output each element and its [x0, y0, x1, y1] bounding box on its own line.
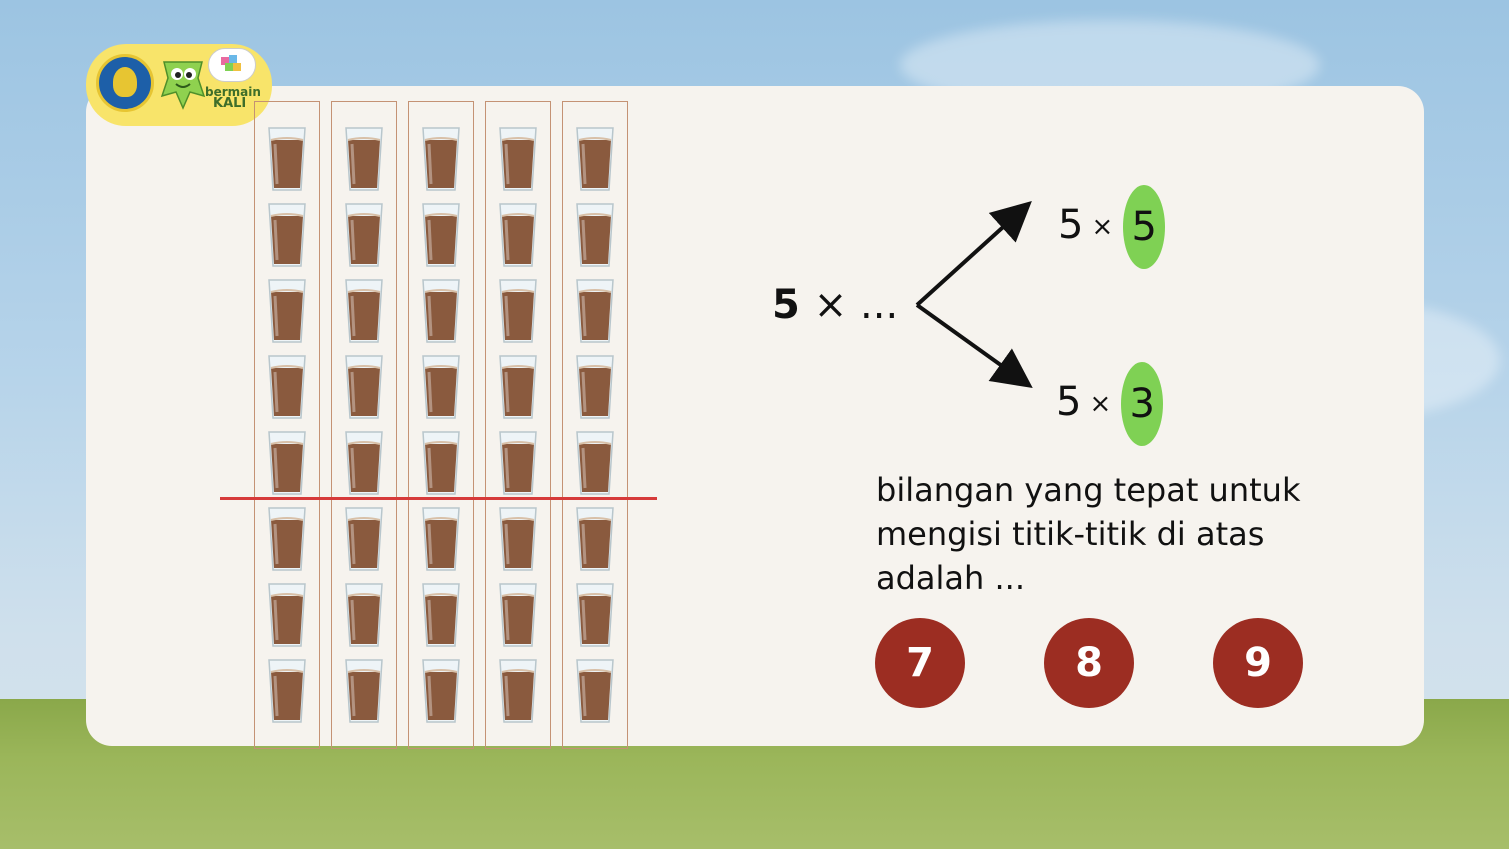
answer-button-1[interactable]: 7 [875, 618, 965, 708]
glass-of-chocolate-milk-icon [575, 506, 615, 572]
glass-of-chocolate-milk-icon [421, 202, 461, 268]
glass-of-chocolate-milk-icon [421, 278, 461, 344]
glass-column [562, 101, 628, 749]
arrow-down [915, 303, 1033, 388]
glass-of-chocolate-milk-icon [421, 430, 461, 496]
glass-of-chocolate-milk-icon [575, 658, 615, 724]
lesson-card [86, 86, 1424, 746]
question-text: bilangan yang tepat untuk mengisi titik-… [876, 471, 1301, 597]
branch-bottom-expression: 5× 3 [1056, 362, 1164, 446]
highlight-number: 3 [1121, 362, 1164, 446]
main-expression: 5 × ... [772, 282, 898, 328]
glass-of-chocolate-milk-icon [267, 582, 307, 648]
glass-of-chocolate-milk-icon [267, 658, 307, 724]
glass-of-chocolate-milk-icon [421, 354, 461, 420]
glass-of-chocolate-milk-icon [575, 430, 615, 496]
glass-of-chocolate-milk-icon [498, 278, 538, 344]
brand-line-1: bermain [205, 85, 261, 99]
glass-of-chocolate-milk-icon [344, 506, 384, 572]
branch-top-expression: 5×5 [1058, 185, 1166, 269]
glass-of-chocolate-milk-icon [344, 202, 384, 268]
brand-line-2: KALI [213, 96, 247, 111]
branch-bottom-left: 5 [1056, 379, 1082, 425]
divider-line [220, 497, 657, 500]
glass-of-chocolate-milk-icon [267, 278, 307, 344]
glass-of-chocolate-milk-icon [498, 354, 538, 420]
highlight-number: 5 [1123, 185, 1166, 269]
glass-of-chocolate-milk-icon [344, 430, 384, 496]
glass-of-chocolate-milk-icon [267, 430, 307, 496]
thought-cloud-icon [208, 48, 256, 82]
glass-of-chocolate-milk-icon [421, 506, 461, 572]
glass-of-chocolate-milk-icon [498, 430, 538, 496]
branch-arrows [915, 200, 1033, 388]
glass-of-chocolate-milk-icon [575, 582, 615, 648]
times-sign: × [1089, 389, 1112, 419]
glass-of-chocolate-milk-icon [344, 126, 384, 192]
glass-of-chocolate-milk-icon [267, 202, 307, 268]
glass-of-chocolate-milk-icon [421, 582, 461, 648]
main-rest: × ... [813, 282, 899, 328]
glass-of-chocolate-milk-icon [344, 354, 384, 420]
glass-of-chocolate-milk-icon [421, 126, 461, 192]
glass-of-chocolate-milk-icon [575, 278, 615, 344]
glass-column [254, 101, 320, 749]
glass-of-chocolate-milk-icon [267, 354, 307, 420]
arrow-up [915, 200, 1032, 307]
ministry-emblem-icon [96, 54, 154, 112]
glass-of-chocolate-milk-icon [498, 506, 538, 572]
glass-column [331, 101, 397, 749]
glass-of-chocolate-milk-icon [575, 202, 615, 268]
glass-column [485, 101, 551, 749]
glass-of-chocolate-milk-icon [498, 658, 538, 724]
brand-name: bermain KALI [205, 86, 261, 110]
times-sign: × [1091, 212, 1114, 242]
glass-column [408, 101, 474, 749]
glass-of-chocolate-milk-icon [421, 658, 461, 724]
glass-of-chocolate-milk-icon [498, 202, 538, 268]
glass-of-chocolate-milk-icon [267, 126, 307, 192]
answer-button-2[interactable]: 8 [1044, 618, 1134, 708]
glass-of-chocolate-milk-icon [575, 354, 615, 420]
glass-of-chocolate-milk-icon [344, 582, 384, 648]
glass-of-chocolate-milk-icon [575, 126, 615, 192]
main-number: 5 [772, 282, 800, 328]
glass-of-chocolate-milk-icon [498, 582, 538, 648]
glass-of-chocolate-milk-icon [498, 126, 538, 192]
glass-of-chocolate-milk-icon [344, 278, 384, 344]
branch-top-left: 5 [1058, 202, 1084, 248]
glass-of-chocolate-milk-icon [344, 658, 384, 724]
mascot-icon [160, 61, 206, 110]
answer-button-3[interactable]: 9 [1213, 618, 1303, 708]
glass-of-chocolate-milk-icon [267, 506, 307, 572]
